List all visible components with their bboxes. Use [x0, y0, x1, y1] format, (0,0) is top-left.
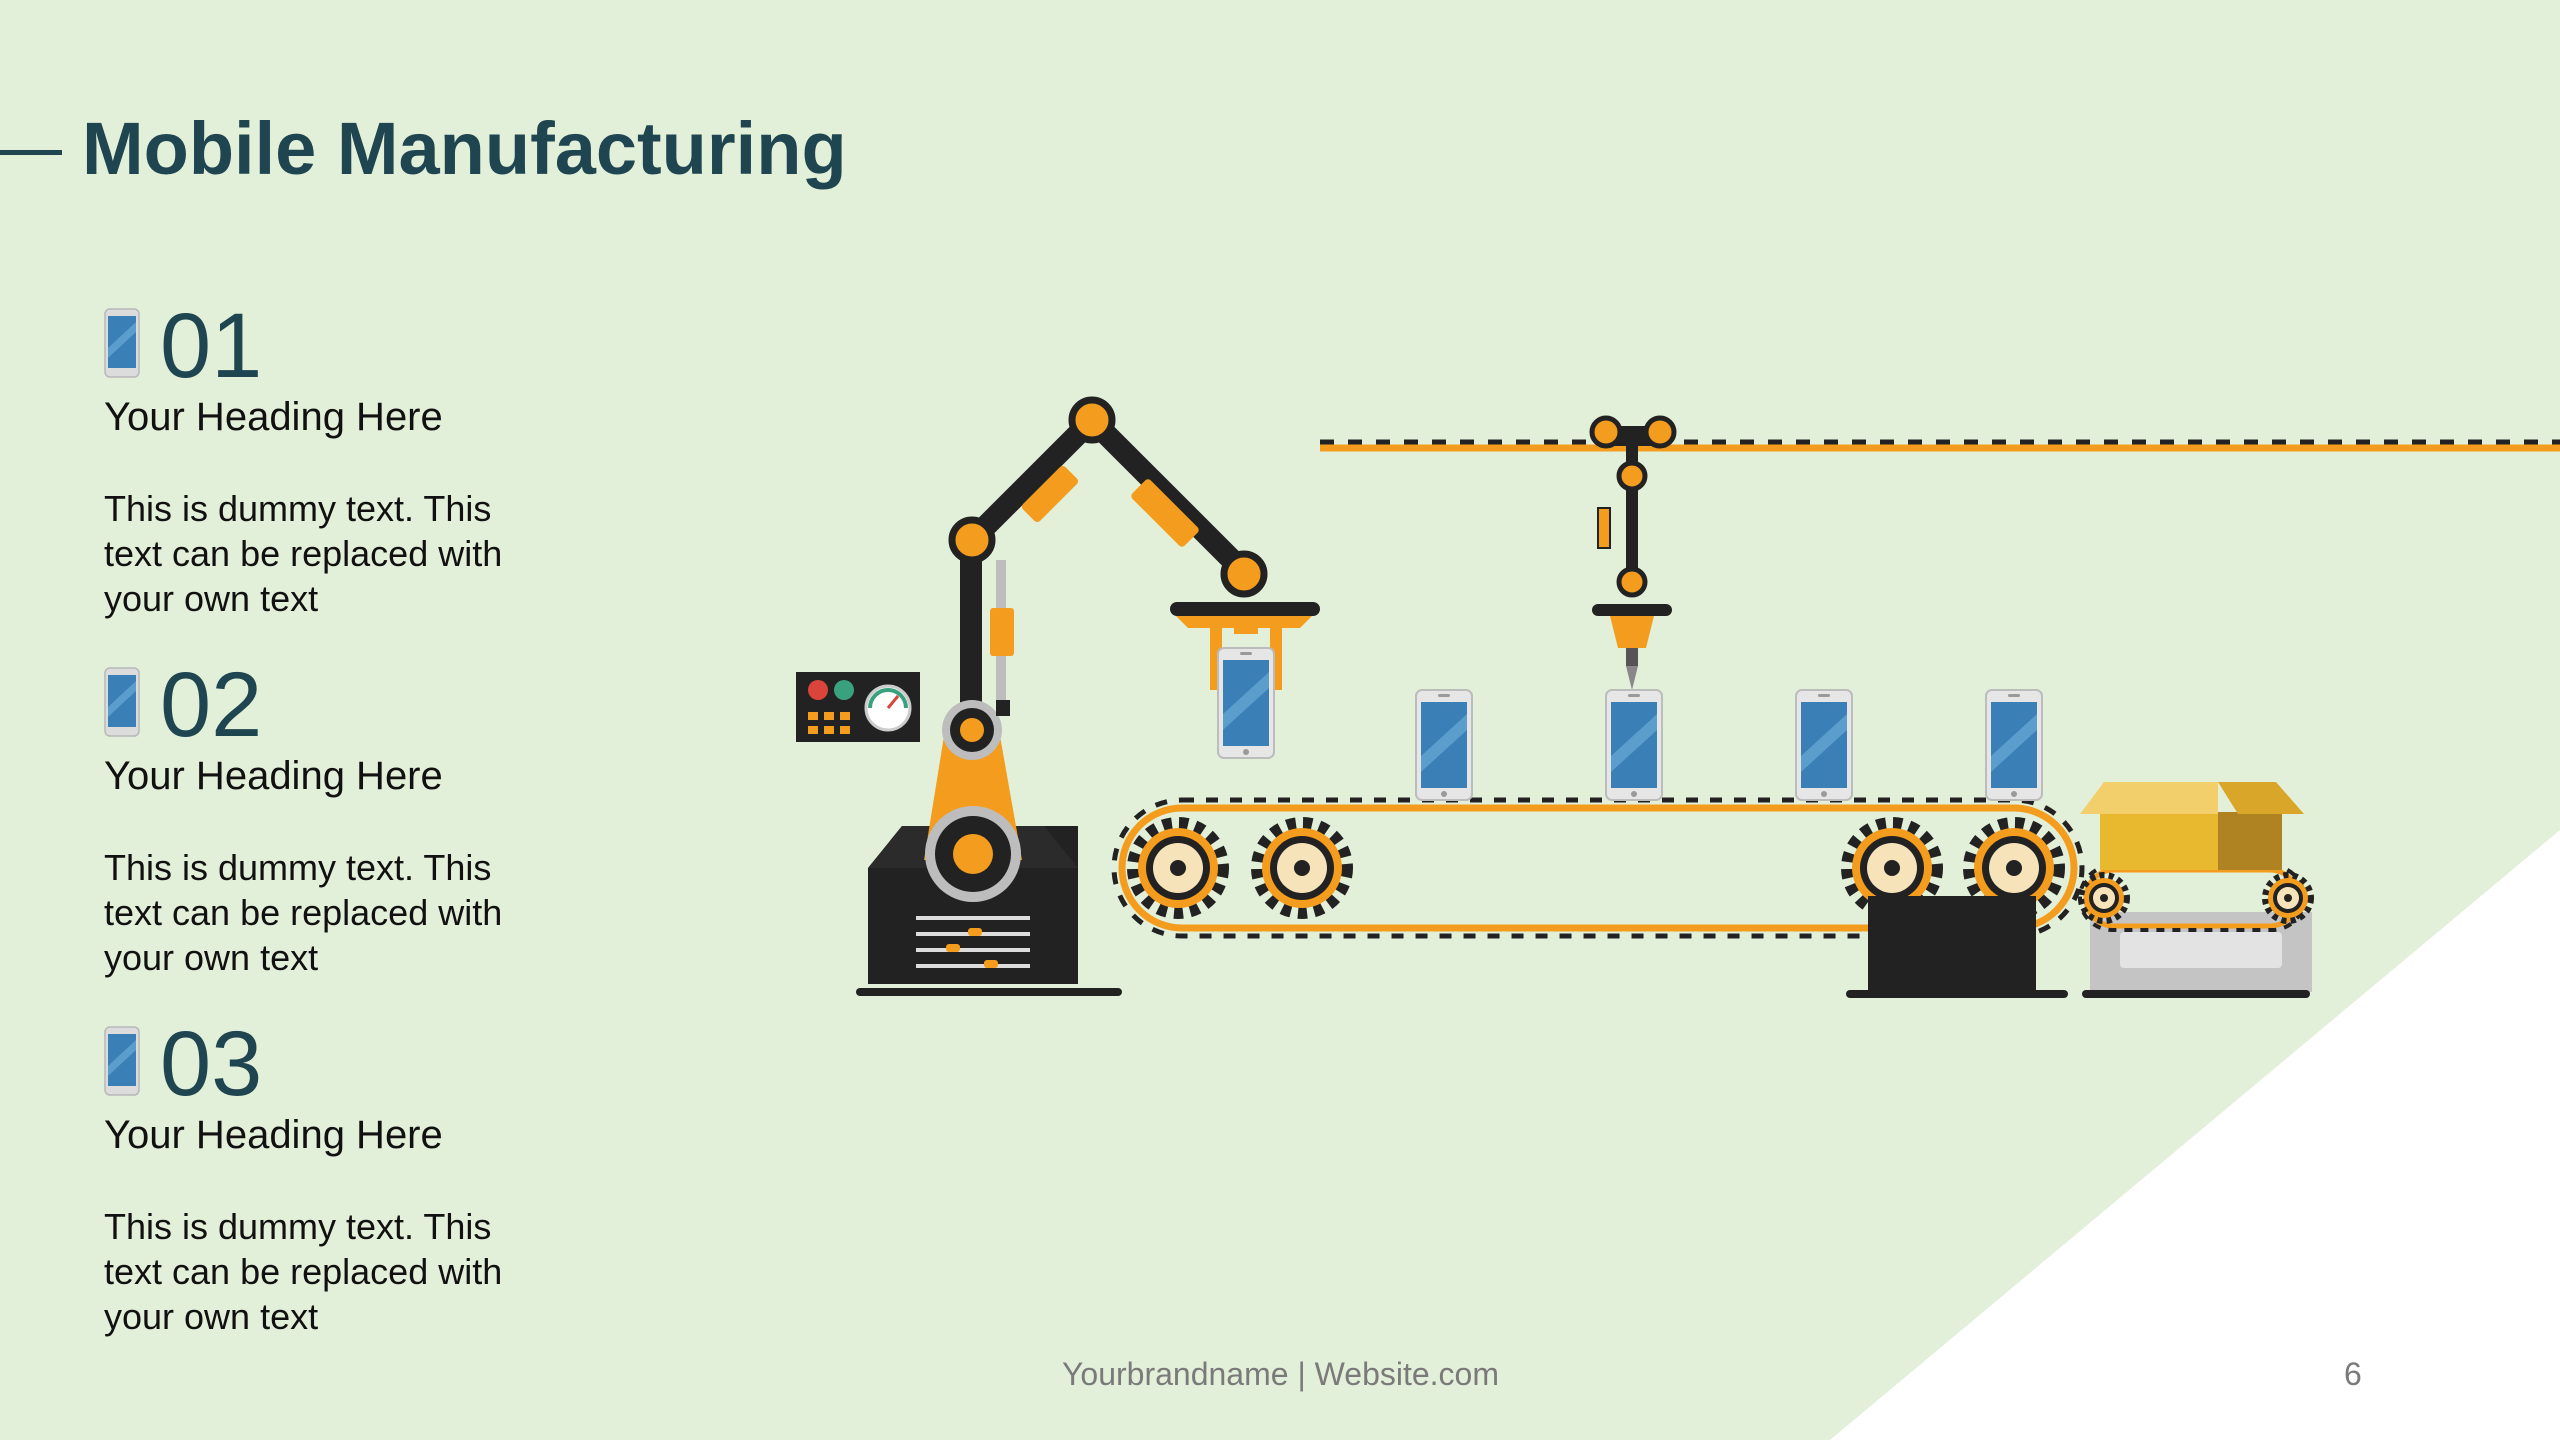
smartphone-icon [104, 667, 140, 737]
item-number: 03 [160, 1013, 263, 1115]
page-number: 6 [2344, 1356, 2362, 1392]
smartphone-icon [104, 1026, 140, 1096]
phone-on-belt [1415, 689, 1473, 801]
item-body: This is dummy text. This text can be rep… [104, 488, 503, 619]
item-number: 02 [160, 654, 263, 756]
factory-illustration [796, 396, 2560, 998]
footer-text: Yourbrandname | Website.com [1062, 1356, 1499, 1392]
cardboard-box [2078, 782, 2312, 998]
page-title: Mobile Manufacturing [82, 107, 847, 190]
control-panel [796, 672, 920, 742]
conveyor-belt [1111, 797, 2085, 998]
list-item: 02 Your Heading Here This is dummy text.… [104, 659, 504, 1019]
phone-on-belt [1605, 689, 1663, 801]
robot-arm [856, 396, 1320, 996]
phone-on-belt [1795, 689, 1853, 801]
overhead-drill [1589, 415, 1677, 690]
phone-on-belt [1985, 689, 2043, 801]
item-body: This is dummy text. This text can be rep… [104, 847, 503, 978]
item-number: 01 [160, 295, 263, 397]
title-accent-line [0, 150, 62, 155]
item-heading: Your Heading Here [104, 1110, 480, 1160]
item-heading: Your Heading Here [104, 751, 480, 801]
list-item: 03 Your Heading Here This is dummy text.… [104, 1018, 504, 1398]
item-body: This is dummy text. This text can be rep… [104, 1206, 503, 1337]
item-heading: Your Heading Here [104, 392, 480, 442]
smartphone-icon [104, 308, 140, 378]
list-item: 01 Your Heading Here This is dummy text.… [104, 300, 504, 660]
